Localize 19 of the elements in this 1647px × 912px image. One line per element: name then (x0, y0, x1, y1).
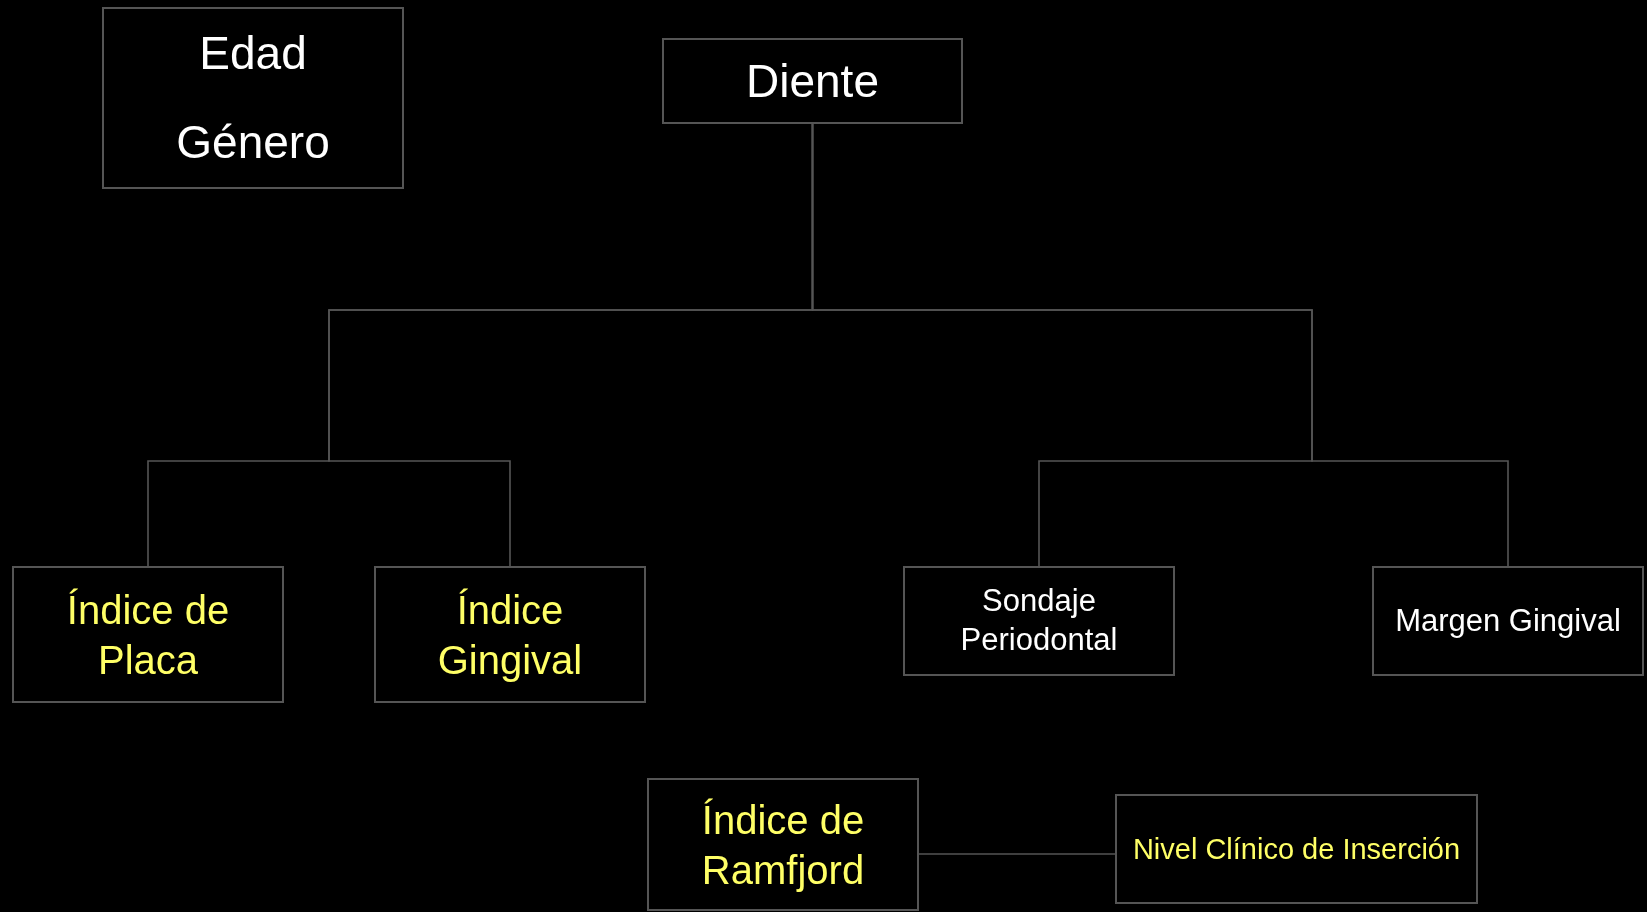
node-label: Diente (746, 53, 879, 109)
text-box (102, 7, 404, 189)
node-label: Género (176, 115, 330, 170)
text-box (12, 566, 284, 703)
text-box (374, 566, 646, 703)
node-label: Índice Gingival (436, 586, 584, 684)
text-box (1115, 794, 1478, 904)
node-label: Índice de Ramfjord (700, 796, 866, 894)
node-label: Edad (199, 26, 307, 81)
text-box (662, 38, 963, 124)
node-label: Sondaje Periodontal (959, 582, 1119, 659)
node-label: Índice de Placa (65, 586, 231, 684)
text-box (647, 778, 919, 911)
connector-line (811, 123, 1509, 567)
node-label: Nivel Clínico de Inserción (1132, 831, 1461, 867)
text-box (1372, 566, 1644, 676)
node-label: Margen Gingival (1395, 601, 1621, 640)
text-box (903, 566, 1175, 676)
connector-line (918, 853, 1116, 855)
